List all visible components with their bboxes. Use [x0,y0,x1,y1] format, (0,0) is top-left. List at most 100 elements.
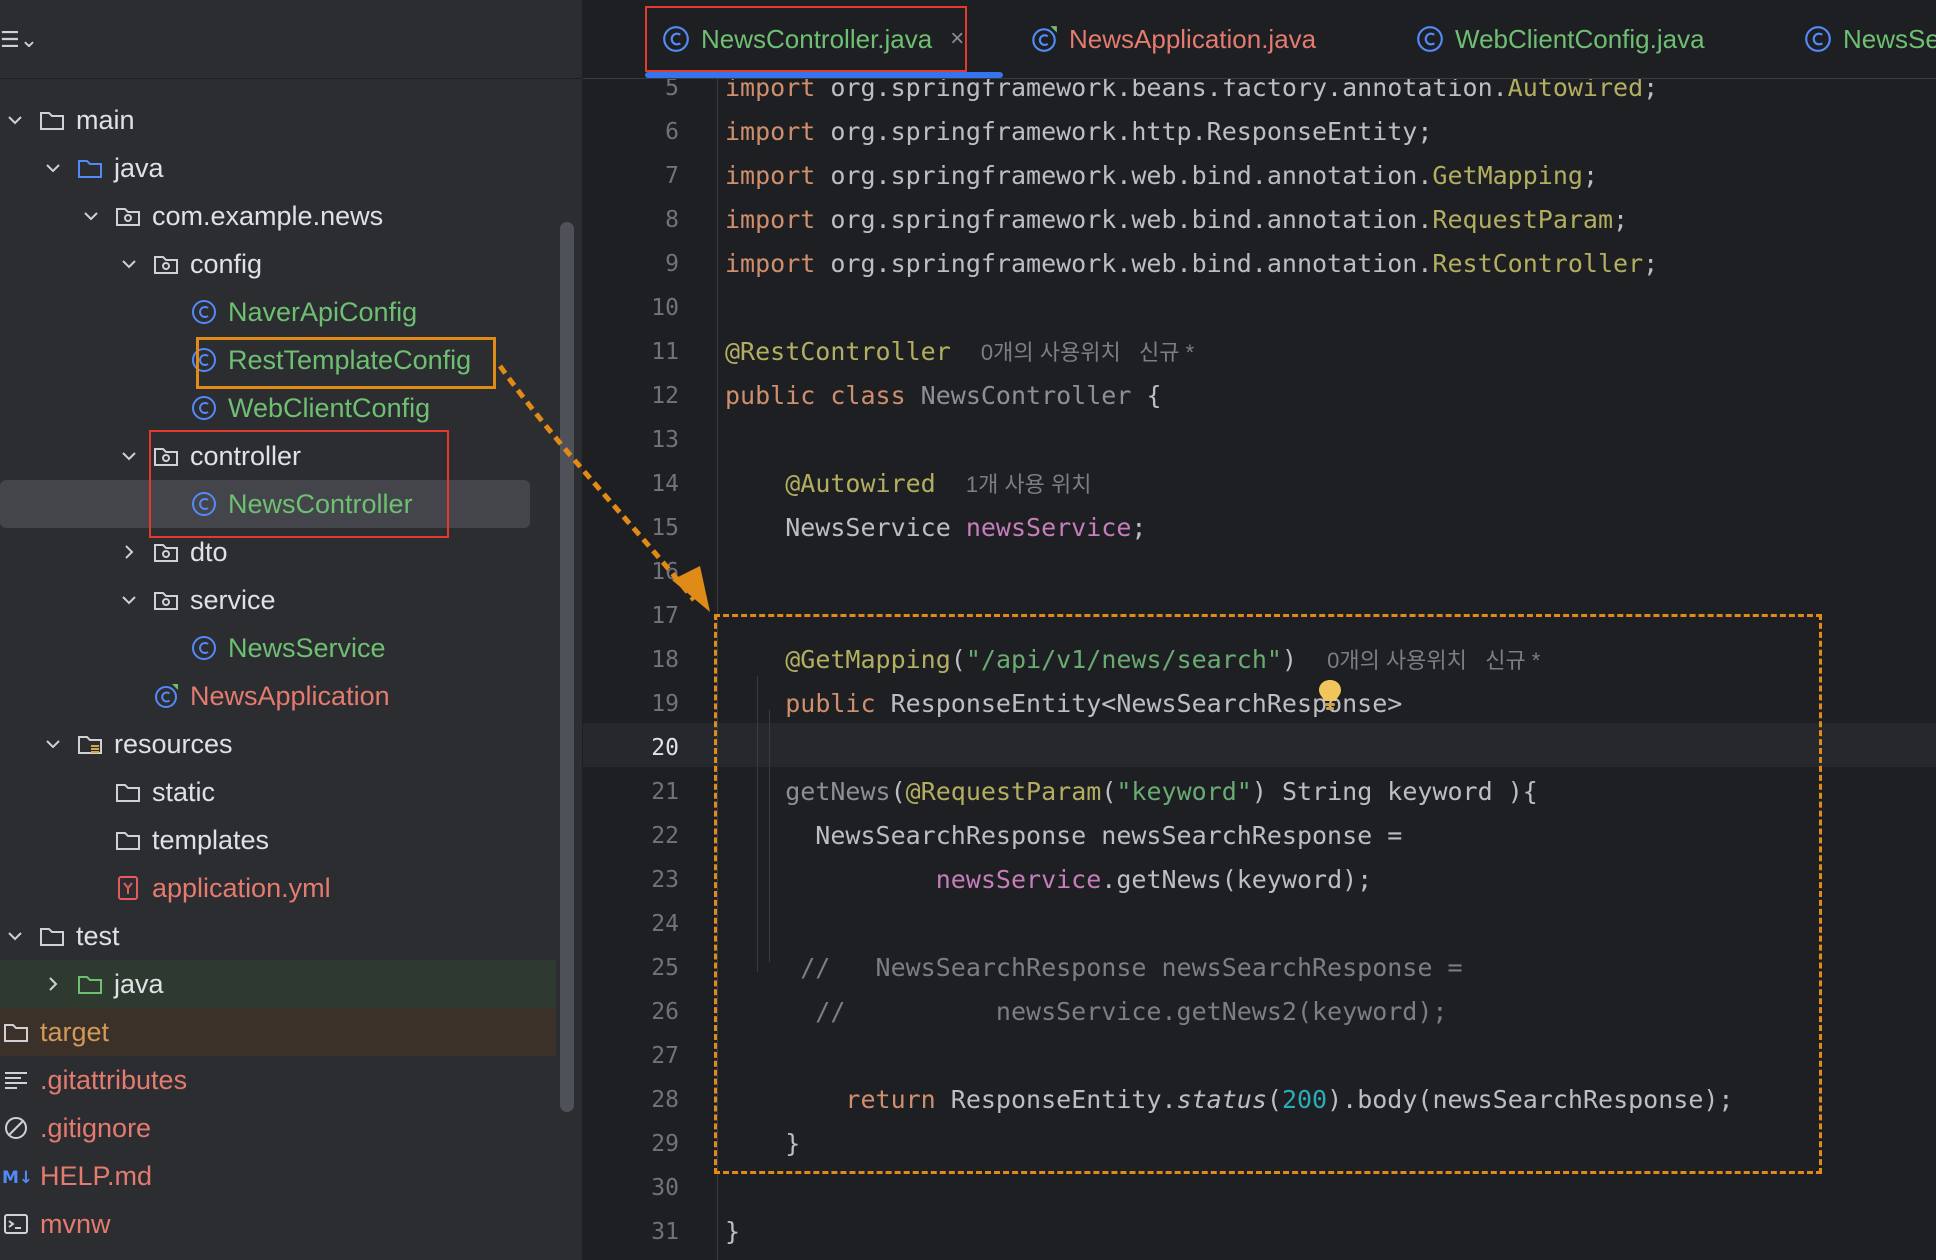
code-token: org.springframework.web.bind.annotation. [830,161,1433,190]
active-tab-indicator [645,72,1003,78]
tree-item-label: NewsService [228,633,386,663]
tree-item-mvnw[interactable]: mvnw [0,1200,560,1248]
tree-item-label: HELP.md [40,1161,153,1191]
code-area[interactable]: import org.springframework.beans.factory… [583,73,1936,1260]
code-line[interactable]: import org.springframework.web.bind.anno… [725,154,1598,198]
tree-item-service[interactable]: service [0,576,560,624]
tree-item-java[interactable]: java [0,144,560,192]
tab-label: WebClientConfig.java [1455,23,1705,54]
code-token: .getNews(keyword); [1101,865,1373,894]
code-line[interactable]: @RestController 0개의 사용위치 신규 * [725,330,1194,374]
code-token: org.springframework.web.bind.annotation. [830,205,1433,234]
class-icon [190,346,218,374]
code-line[interactable]: public class NewsController { [725,374,1162,418]
tree-item-java[interactable]: java [0,960,556,1008]
tree-item-resttemplateconfig[interactable]: RestTemplateConfig [0,336,560,384]
tree-item-label: .gitignore [40,1113,152,1143]
chevron-down-icon[interactable] [4,109,26,131]
tree-item-com-example-news[interactable]: com.example.news [0,192,560,240]
tab-newsse[interactable]: NewsSe [1803,0,1936,78]
code-line[interactable]: NewsService newsService; [725,506,1146,550]
tree-item-newsservice[interactable]: NewsService [0,624,560,672]
tree-item--gitignore[interactable]: .gitignore [0,1104,560,1152]
code-token: // newsService.getNews2(keyword); [725,997,1448,1026]
code-token [936,469,966,498]
chevron-right-icon[interactable] [42,973,64,995]
tab-webclientconfig-java[interactable]: WebClientConfig.java [1415,0,1705,78]
tree-item-application-yml[interactable]: application.yml [0,864,560,912]
code-line[interactable]: public ResponseEntity<NewsSearchResponse… [725,682,1402,726]
code-line[interactable]: // newsService.getNews2(keyword); [725,990,1447,1034]
tree-item-dto[interactable]: dto [0,528,560,576]
code-line[interactable]: return ResponseEntity.status(200).body(n… [725,1078,1733,1122]
ignore-file-icon [2,1114,30,1142]
chevron-down-icon[interactable] [42,157,64,179]
code-line[interactable]: @GetMapping("/api/v1/news/search") 0개의 사… [725,638,1540,682]
svg-text:M↓: M↓ [2,1168,33,1188]
code-token: 0개의 사용위치 신규 * [980,340,1195,365]
code-line[interactable]: @Autowired 1개 사용 위치 [725,462,1091,506]
code-token: ( [890,777,906,806]
chevron-down-icon[interactable] [118,589,140,611]
chevron-down-icon[interactable] [118,445,140,467]
code-token: RestController [1432,249,1644,278]
intention-bulb-icon[interactable] [1317,678,1343,712]
spring-boot-class-icon [152,682,180,710]
code-token: { [1146,381,1162,410]
code-line[interactable]: import org.springframework.web.bind.anno… [725,242,1658,286]
line-number: 7 [665,163,679,189]
line-number: 11 [651,339,679,365]
package-icon [152,442,180,470]
tree-item-resources[interactable]: resources [0,720,560,768]
code-line[interactable]: NewsSearchResponse newsSearchResponse = [725,814,1402,858]
yaml-file-icon [114,874,142,902]
folder-icon [114,826,142,854]
tree-item-naverapiconfig[interactable]: NaverApiConfig [0,288,560,336]
tab-newscontroller-java[interactable]: NewsController.java× [661,0,964,78]
tree-item-label: NewsApplication [190,681,390,711]
tree-item-controller[interactable]: controller [0,432,560,480]
code-line[interactable]: } [725,1122,800,1166]
chevron-down-icon[interactable] [118,253,140,275]
tree-item-newsapplication[interactable]: NewsApplication [0,672,560,720]
tree-item-newscontroller[interactable]: NewsController [0,480,530,528]
class-icon [190,490,218,518]
chevron-down-icon[interactable] [80,205,102,227]
code-line[interactable]: getNews(@RequestParam("keyword") String … [725,770,1538,814]
code-line[interactable]: } [725,1210,740,1254]
view-options-icon[interactable]: ☰⌄ [0,28,39,53]
code-line[interactable]: import org.springframework.web.bind.anno… [725,198,1628,242]
tree-item-static[interactable]: static [0,768,560,816]
tree-item-main[interactable]: main [0,96,560,144]
tree-item-label: com.example.news [152,201,384,231]
tree-scrollbar[interactable] [560,222,574,1112]
tree-item--gitattributes[interactable]: .gitattributes [0,1056,560,1104]
tree-item-webclientconfig[interactable]: WebClientConfig [0,384,560,432]
line-number: 24 [651,911,679,937]
code-line[interactable]: newsService.getNews(keyword); [725,858,1373,902]
tree-item-label: .gitattributes [40,1065,188,1095]
chevron-down-icon[interactable] [42,733,64,755]
tab-newsapplication-java[interactable]: NewsApplication.java [1029,0,1316,78]
line-number: 26 [651,999,679,1025]
tree-item-config[interactable]: config [0,240,560,288]
tree-item-label: NaverApiConfig [228,297,418,327]
code-token [951,337,981,366]
close-tab-icon[interactable]: × [950,25,965,52]
tree-item-target[interactable]: target [0,1008,556,1056]
chevron-down-icon[interactable] [4,925,26,947]
chevron-right-icon[interactable] [118,541,140,563]
code-line[interactable]: import org.springframework.http.Response… [725,110,1432,154]
tree-item-templates[interactable]: templates [0,816,560,864]
line-number: 18 [651,647,679,673]
line-number: 5 [665,75,679,101]
tree-item-help-md[interactable]: M↓ HELP.md [0,1152,560,1200]
code-line[interactable]: // NewsSearchResponse newsSearchResponse… [725,946,1462,990]
tree-item-test[interactable]: test [0,912,560,960]
line-number: 31 [651,1219,679,1245]
spring-boot-class-icon [1029,24,1059,54]
line-number: 22 [651,823,679,849]
markdown-file-icon: M↓ [2,1162,36,1190]
line-number: 6 [665,119,679,145]
